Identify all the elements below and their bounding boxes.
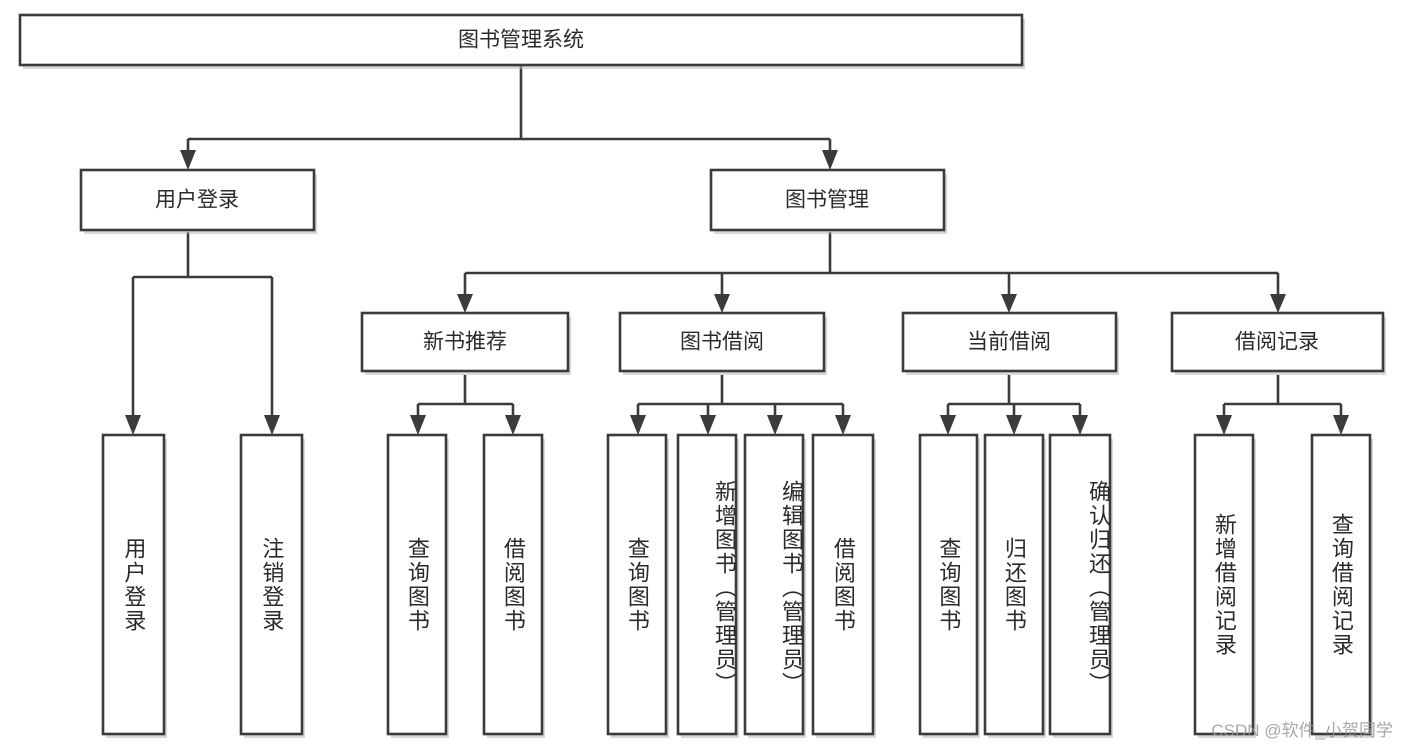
node-borrow-record[interactable]: 借阅记录 [1170, 311, 1386, 375]
node-leaf-query-book-3[interactable] [918, 433, 980, 738]
node-new-book-recommend[interactable]: 新书推荐 [360, 311, 571, 375]
connector-group [125, 66, 1349, 435]
arrow-leaf-query-book-3 [940, 415, 956, 435]
arrow-new-book-recommend [457, 294, 473, 313]
node-leaf-confirm-return[interactable] [1048, 433, 1113, 738]
arrow-leaf-edit-book [767, 415, 783, 435]
node-root[interactable]: 图书管理系统 [18, 13, 1025, 69]
arrow-book-borrow [714, 294, 730, 313]
arrow-leaf-add-book [700, 415, 716, 435]
node-leaf-add-book[interactable] [676, 433, 739, 738]
node-leaf-return-book[interactable] [983, 433, 1046, 738]
root-box[interactable] [18, 13, 1024, 67]
arrow-leaf-borrow-book-1 [505, 415, 521, 435]
new-book-recommend-box[interactable] [360, 311, 570, 373]
node-leaf-user-login[interactable] [101, 433, 167, 738]
leaf-confirm-return-box[interactable] [1048, 433, 1112, 736]
node-book-borrow[interactable]: 图书借阅 [618, 311, 827, 375]
leaf-query-book-1-box[interactable] [386, 433, 448, 736]
arrow-leaf-add-record [1216, 415, 1232, 435]
borrow-record-box[interactable] [1170, 311, 1385, 373]
user-login-box[interactable] [79, 168, 316, 232]
leaf-edit-book-box[interactable] [743, 433, 805, 736]
node-leaf-borrow-book-1[interactable] [482, 433, 545, 738]
arrow-leaf-confirm-return [1072, 415, 1088, 435]
node-leaf-query-record[interactable] [1310, 433, 1373, 738]
node-leaf-add-record[interactable] [1193, 433, 1256, 738]
node-leaf-logout-login[interactable] [239, 433, 305, 738]
node-leaf-borrow-book-2[interactable] [811, 433, 876, 738]
leaf-borrow-book-1-box[interactable] [482, 433, 544, 736]
node-leaf-edit-book[interactable] [743, 433, 806, 738]
book-manage-box[interactable] [709, 168, 946, 232]
leaf-return-book-box[interactable] [983, 433, 1045, 736]
leaf-add-book-box[interactable] [676, 433, 738, 736]
arrow-borrow-record [1270, 294, 1286, 313]
new-book-recommend-label: 新书推荐 [423, 331, 507, 354]
leaf-add-record-box[interactable] [1193, 433, 1255, 736]
node-leaf-query-book-2[interactable] [606, 433, 669, 738]
leaf-query-record-box[interactable] [1310, 433, 1372, 736]
leaf-user-login-box[interactable] [101, 433, 166, 736]
leaf-logout-login-box[interactable] [239, 433, 304, 736]
arrow-leaf-borrow-book-2 [835, 415, 851, 435]
current-borrow-box[interactable] [901, 311, 1118, 373]
borrow-record-label: 借阅记录 [1235, 331, 1319, 354]
book-borrow-box[interactable] [618, 311, 826, 373]
leaf-query-book-2-box[interactable] [606, 433, 668, 736]
watermark-text: CSDN @软件_小贺同学 [1211, 721, 1393, 740]
user-login-label: 用户登录 [155, 189, 239, 212]
leaf-borrow-book-2-box[interactable] [811, 433, 875, 736]
arrow-current-borrow [1001, 294, 1017, 313]
root-label: 图书管理系统 [458, 29, 584, 52]
node-leaf-query-book-1[interactable] [386, 433, 449, 738]
arrow-leaf-query-record [1333, 415, 1349, 435]
arrow-leaf-query-book-2 [630, 415, 646, 435]
book-manage-label: 图书管理 [785, 189, 869, 212]
book-borrow-label: 图书借阅 [680, 331, 764, 354]
arrow-leaf-query-book-1 [410, 415, 426, 435]
node-book-manage[interactable]: 图书管理 [709, 168, 947, 234]
arrow-leaf-user-login [125, 415, 141, 435]
arrow-leaf-logout-login [264, 415, 280, 435]
arrow-book-manage [822, 150, 838, 170]
node-user-login[interactable]: 用户登录 [79, 168, 317, 234]
arrow-leaf-return-book [1006, 415, 1022, 435]
current-borrow-label: 当前借阅 [967, 331, 1051, 354]
arrow-user-login [180, 150, 196, 170]
leaf-query-book-3-box[interactable] [918, 433, 979, 736]
node-current-borrow[interactable]: 当前借阅 [901, 311, 1119, 375]
